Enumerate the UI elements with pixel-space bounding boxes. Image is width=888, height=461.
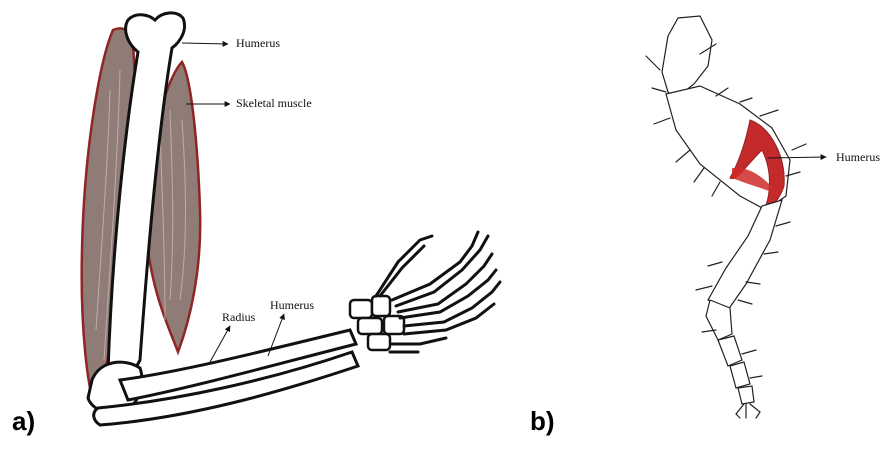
- leg-claws: [735, 403, 761, 419]
- leg-tarsus: [705, 299, 755, 405]
- humerus-bone: [106, 11, 187, 376]
- muscle-fibers: [95, 69, 186, 361]
- leg-tibia: [707, 199, 783, 311]
- label-humerus-forearm: Humerus: [270, 298, 314, 312]
- insect-humerus-arrow: [767, 154, 827, 161]
- label-insect-humerus: Humerus: [836, 150, 880, 164]
- radius-arrow: [209, 325, 231, 363]
- human-arm-diagram: [80, 11, 502, 427]
- hand-bones: [374, 230, 502, 354]
- humerus-top-arrow: [181, 40, 229, 47]
- humerus-forearm-arrow: [267, 313, 285, 357]
- label-humerus-top: Humerus: [236, 36, 280, 50]
- leg-coxa: [661, 15, 713, 99]
- label-skeletal-muscle: Skeletal muscle: [236, 96, 312, 110]
- ulna-bone: [92, 350, 361, 427]
- wrist-carpals: [348, 294, 406, 352]
- panel-a-label: a): [12, 406, 36, 436]
- radius-bone: [117, 328, 359, 402]
- panel-b-label: b): [530, 406, 555, 436]
- label-radius: Radius: [222, 310, 256, 324]
- insect-leg-diagram: [645, 15, 827, 419]
